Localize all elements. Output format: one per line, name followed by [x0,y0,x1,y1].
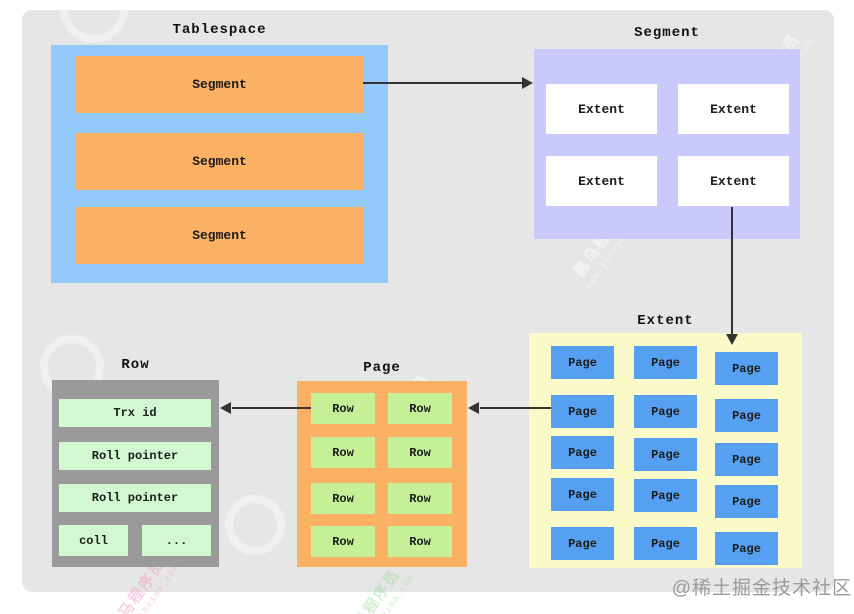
field-coll: coll [59,525,128,556]
tablespace-title: Tablespace [172,22,267,38]
segment-title: Segment [634,25,700,41]
field-roll-pointer: Roll pointer [59,442,211,470]
field-trx-id: Trx id [59,399,211,427]
row-cell: Row [311,526,375,557]
segment-bar: Segment [76,133,363,190]
page-cell: Page [551,436,614,469]
page-cell: Page [715,532,778,565]
site-credit: @稀土掘金技术社区 [671,578,852,599]
row-title: Row [121,357,150,373]
segment-bar: Segment [76,207,363,264]
page-cell: Page [551,395,614,428]
row-cell: Row [311,437,375,468]
row-cell: Row [388,483,452,514]
page-cell: Page [634,438,697,471]
row-cell: Row [388,526,452,557]
row-box: Trx id Roll pointer Roll pointer coll ..… [52,380,219,567]
page-cell: Page [551,346,614,379]
page-cell: Page [715,443,778,476]
field-ellipsis: ... [142,525,211,556]
row-cell: Row [388,437,452,468]
page-title: Page [363,360,401,376]
field-roll-pointer: Roll pointer [59,484,211,512]
page-cell: Page [634,346,697,379]
page-box: Row Row Row Row Row Row Row Row [297,381,467,567]
page-cell: Page [634,395,697,428]
extent-cell: Extent [678,84,789,134]
segment-box: Extent Extent Extent Extent [534,49,800,239]
extent-title: Extent [637,313,694,329]
page-cell: Page [634,479,697,512]
page-cell: Page [551,478,614,511]
row-cell: Row [311,483,375,514]
page-cell: Page [551,527,614,560]
row-cell: Row [311,393,375,424]
page-cell: Page [715,399,778,432]
extent-cell: Extent [546,84,657,134]
page-cell: Page [715,352,778,385]
extent-cell: Extent [678,156,789,206]
page-cell: Page [634,527,697,560]
tablespace-box: Segment Segment Segment [51,45,388,283]
page-cell: Page [715,485,778,518]
segment-bar: Segment [76,56,363,113]
extent-box: Page Page Page Page Page Page Page Page … [529,333,802,568]
row-cell: Row [388,393,452,424]
extent-cell: Extent [546,156,657,206]
